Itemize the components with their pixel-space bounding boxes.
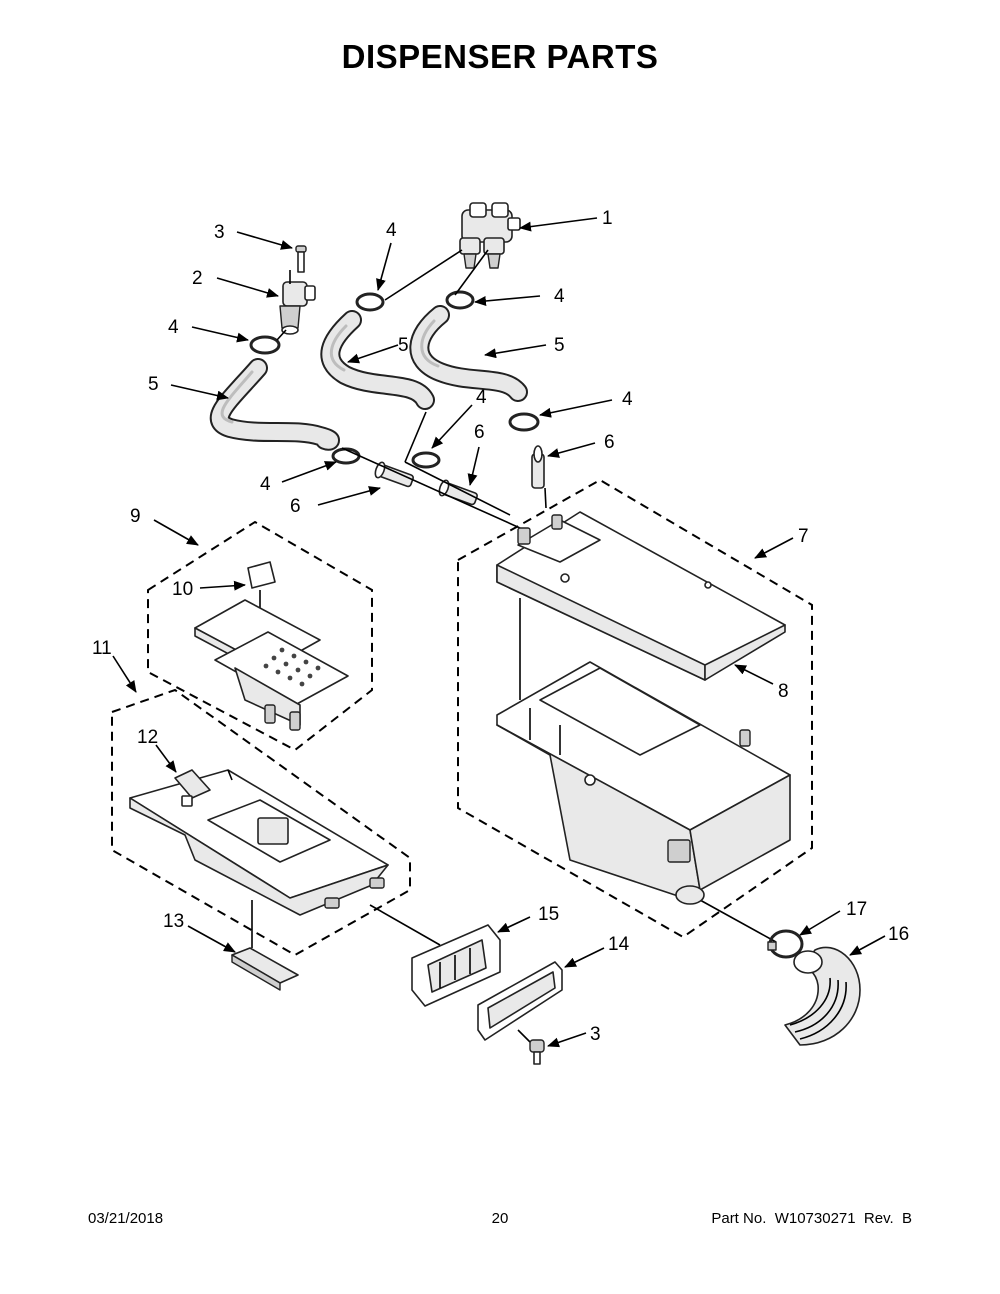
callout-10: 10 [172, 579, 193, 600]
callout-5-b: 5 [554, 335, 565, 356]
footer-part-number: Part No. W10730271 Rev. B [711, 1210, 912, 1227]
screw-bottom [529, 1039, 545, 1065]
hose-connector [374, 445, 545, 506]
callout-5-c: 5 [148, 374, 159, 395]
callout-6-a: 6 [474, 422, 485, 443]
callout-8: 8 [778, 681, 789, 702]
callout-labels: 1 2 3 3 4 4 4 4 4 4 5 5 5 6 6 6 7 8 9 10… [92, 208, 909, 1045]
callout-1: 1 [602, 208, 613, 229]
callout-2: 2 [192, 268, 203, 289]
dispenser-drawer [129, 769, 389, 916]
callout-4-b: 4 [168, 317, 179, 338]
callout-11: 11 [92, 638, 112, 659]
callout-9: 9 [130, 506, 141, 527]
callout-14: 14 [608, 934, 630, 955]
callout-leaders [112, 217, 886, 1048]
screw-top [295, 245, 307, 273]
group-7-outline [457, 478, 813, 939]
callout-4-c: 4 [554, 286, 565, 307]
footer-page-number: 20 [491, 1210, 509, 1227]
callout-12: 12 [137, 727, 158, 748]
page-title: DISPENSER PARTS [341, 38, 659, 75]
small-valve [279, 281, 316, 335]
siphon-cap [174, 769, 211, 807]
callout-4-a: 4 [386, 220, 397, 241]
water-valve [459, 202, 521, 269]
callout-17: 17 [846, 899, 867, 920]
hose-clamp [249, 290, 540, 469]
hose-right [409, 305, 528, 402]
detergent-cup-insert [247, 561, 276, 589]
drawer-front-plate [477, 961, 563, 1041]
footer-date: 03/21/2018 [88, 1210, 164, 1227]
drawer-insert [231, 947, 299, 991]
callout-13: 13 [163, 911, 184, 932]
callout-4-f: 4 [260, 474, 271, 495]
drain-hose-clamp [767, 929, 804, 959]
group-9-outline [147, 520, 373, 752]
group-11-outline [111, 688, 411, 957]
bellows-hose [784, 946, 861, 1046]
callout-16: 16 [888, 924, 909, 945]
hose-middle [320, 310, 435, 410]
callout-7: 7 [798, 526, 809, 547]
callout-4-e: 4 [622, 389, 633, 410]
callout-6-b: 6 [604, 432, 615, 453]
callout-3-bottom: 3 [590, 1024, 601, 1045]
hose-left [209, 358, 340, 451]
callout-3-top: 3 [214, 222, 225, 243]
callout-15: 15 [538, 904, 559, 925]
drawer-handle [411, 924, 501, 1007]
dispenser-housing [496, 661, 791, 905]
callout-5-a: 5 [398, 335, 409, 356]
callout-6-c: 6 [290, 496, 301, 517]
dispenser-tray [194, 599, 349, 731]
dispenser-cover [496, 511, 786, 681]
callout-4-d: 4 [476, 387, 487, 408]
